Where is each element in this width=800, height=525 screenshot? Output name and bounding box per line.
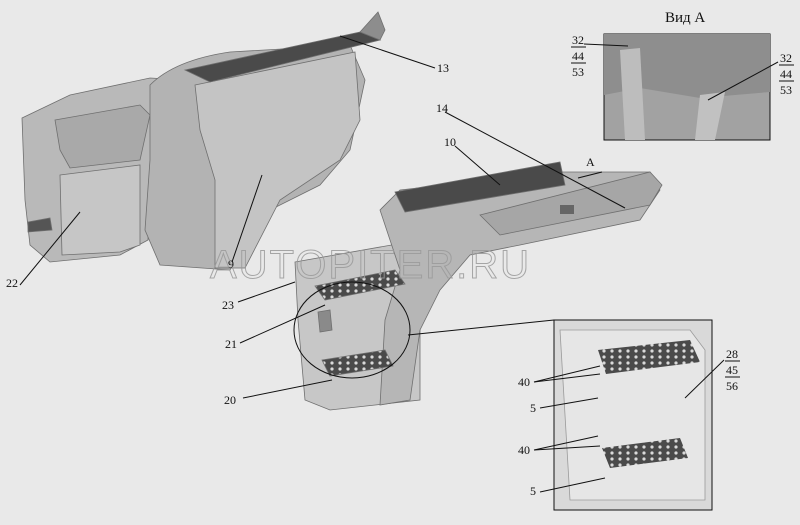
stack-detail: 28 45 56: [725, 347, 740, 393]
callout-5-top: 5: [530, 401, 536, 415]
stack-d-1: 45: [726, 363, 738, 377]
detail-lower-step: [602, 438, 688, 468]
right-rail-clip: [560, 205, 574, 214]
right-side-rail: [479, 171, 663, 236]
upper-step: [314, 269, 406, 301]
left-inner-box: [54, 104, 151, 169]
left-top-rail: [359, 11, 386, 41]
left-lower-cover: [59, 164, 141, 256]
stack-vr-2: 53: [780, 83, 792, 97]
detail-upper-step: [598, 340, 700, 374]
stack-view-left: 32 44 53: [571, 33, 586, 79]
view-a-inset: Вид А: [603, 10, 771, 141]
view-a-panel: [604, 34, 770, 98]
right-fender-assembly: [293, 161, 663, 411]
callout-labels: 13 14 10 9 22 23 21 20 A 40 5 40 5: [6, 61, 595, 498]
stack-vl-0: 32: [572, 33, 584, 47]
step-bracket: [317, 309, 333, 333]
callout-10: 10: [444, 135, 456, 149]
stack-vr-1: 44: [780, 67, 792, 81]
callout-23: 23: [222, 298, 234, 312]
callout-20: 20: [224, 393, 236, 407]
stack-vl-1: 44: [572, 49, 584, 63]
right-fender-arch: [379, 171, 661, 406]
view-a-post-right: [695, 92, 725, 140]
callout-13: 13: [437, 61, 449, 75]
detail-inset: [407, 319, 713, 511]
callout-5-bottom: 5: [530, 484, 536, 498]
callout-22: 22: [6, 276, 18, 290]
stack-d-2: 56: [726, 379, 738, 393]
arrow-a-label: A: [586, 155, 595, 169]
callout-40-top: 40: [518, 375, 530, 389]
callout-21: 21: [225, 337, 237, 351]
stack-d-0: 28: [726, 347, 738, 361]
right-top-plate: [394, 161, 566, 213]
detail-zoom-ring: [293, 281, 411, 379]
left-fender-assembly: [21, 11, 386, 271]
callout-40-bottom: 40: [518, 443, 530, 457]
callout-14: 14: [436, 101, 448, 115]
left-bracket: [27, 217, 53, 233]
view-a-post-left: [620, 48, 645, 140]
leader-lines: [19, 35, 779, 493]
detail-link-top: [407, 319, 555, 336]
view-title: Вид А: [665, 10, 705, 26]
watermark: AUTOPITER.RU: [210, 243, 531, 287]
callout-9: 9: [228, 257, 234, 271]
lower-step: [321, 349, 394, 377]
stack-vl-2: 53: [572, 65, 584, 79]
stack-vr-0: 32: [780, 51, 792, 65]
stack-view-right: 32 44 53: [779, 51, 794, 97]
left-fender-face: [194, 51, 361, 269]
